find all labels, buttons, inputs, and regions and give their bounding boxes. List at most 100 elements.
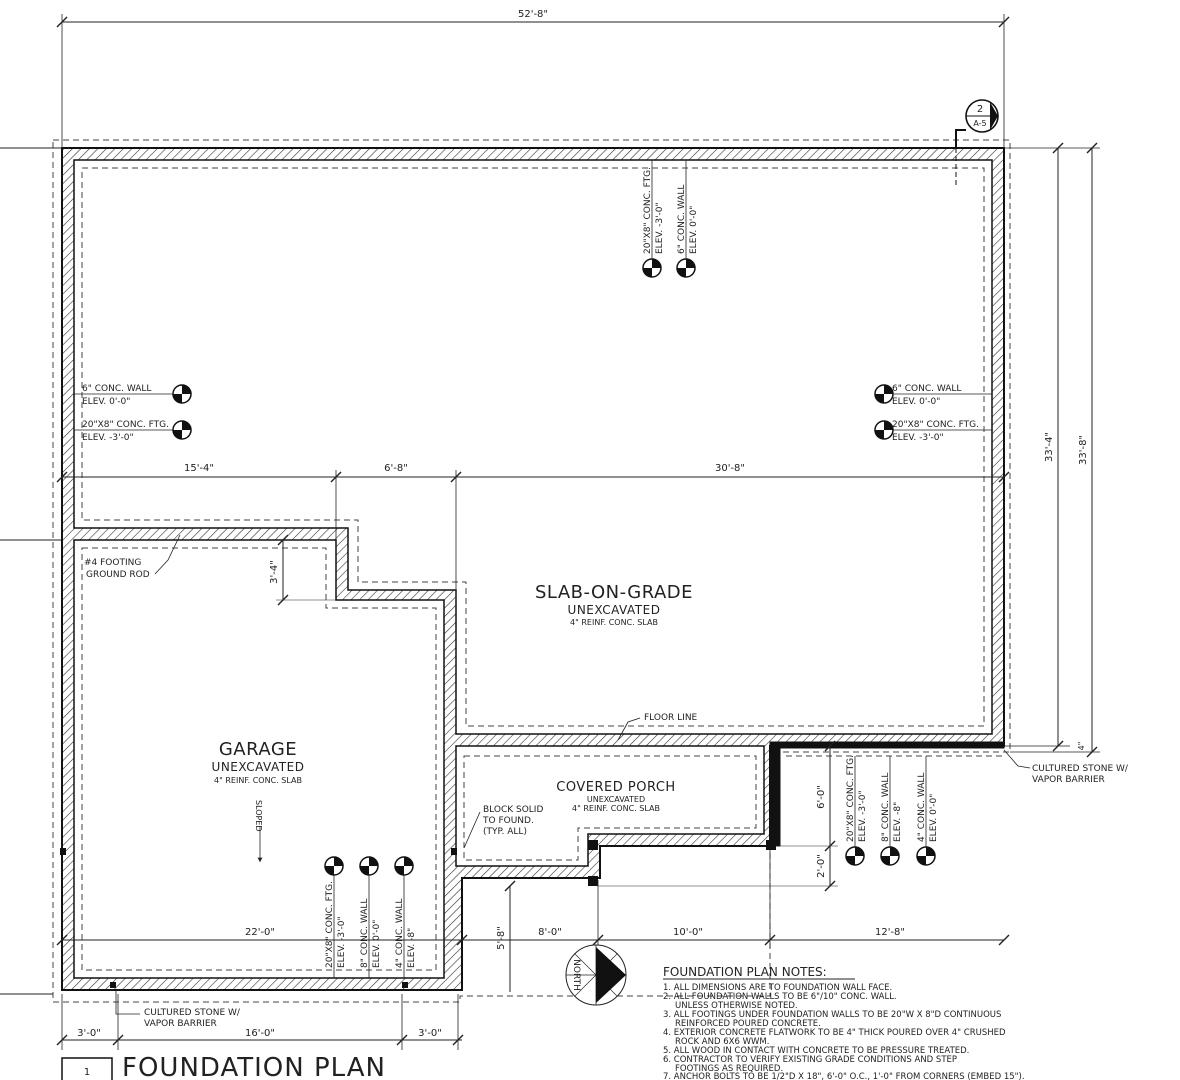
target-g-ftg-icon [324, 856, 344, 876]
dim-depth-outer: 33'-8" [1078, 435, 1089, 465]
target-top-wall-icon [676, 258, 696, 278]
label-ground-rod-2: GROUND ROD [86, 570, 150, 580]
label-p-ftg-2: ELEV. -3'-0" [858, 790, 868, 842]
target-right-wall-icon [874, 384, 894, 404]
room-slab-sub: UNEXCAVATED [568, 603, 661, 617]
note-item: 6. CONTRACTOR TO VERIFY EXISTING GRADE C… [663, 1055, 957, 1065]
note-item: 5. ALL WOOD IN CONTACT WITH CONCRETE TO … [663, 1046, 969, 1056]
drawing-title: 1 FOUNDATION PLAN [61, 1053, 386, 1080]
dim-porch-seg3: 12'-8" [875, 927, 905, 938]
dim-bottom-garage: 22'-0" [245, 927, 275, 938]
inner-footing-porch [463, 755, 757, 861]
label-p-ftg-1: 20"X8" CONC. FTG. [846, 755, 856, 842]
label-g-wall4-1: 4" CONC. WALL [395, 899, 405, 968]
dim-depth-inner: 33'-4" [1044, 432, 1055, 462]
section-marker[interactable]: 2 A-5 [955, 99, 999, 188]
label-stone-right-2: VAPOR BARRIER [1032, 775, 1105, 785]
label-block-2: TO FOUND. [482, 816, 534, 826]
note-item: 4. EXTERIOR CONCRETE FLATWORK TO BE 4" T… [663, 1028, 1006, 1038]
target-g-wall4-icon [394, 856, 414, 876]
label-top-ftg-1: 20"X8" CONC. FTG. [643, 167, 653, 254]
dim-bottom-right-jamb: 3'-0" [418, 1028, 442, 1039]
label-stone-bottom-1: CULTURED STONE W/ [144, 1008, 241, 1018]
block-solid-markers [60, 840, 776, 988]
label-top-wall-2: ELEV. 0'-0" [689, 206, 699, 254]
note-item: FOOTINGS AS REQUIRED. [675, 1064, 783, 1074]
label-left-ftg-1: 20"X8" CONC. FTG. [82, 420, 169, 430]
target-p-wall4-icon [916, 846, 936, 866]
dim-porch-right-upper: 6'-0" [816, 785, 827, 809]
note-item: REINFORCED POURED CONCRETE. [675, 1019, 821, 1029]
room-garage-sub: UNEXCAVATED [212, 760, 305, 774]
north-arrow: NORTH [565, 944, 627, 1006]
room-garage-note: 4" REINF. CONC. SLAB [214, 776, 302, 785]
dim-porch-seg1: 8'-0" [538, 927, 562, 938]
dim-overall-width: 52'-8" [518, 9, 548, 20]
label-right-wall-2: ELEV. 0'-0" [892, 397, 940, 407]
label-right-ftg-2: ELEV. -3'-0" [892, 433, 944, 443]
notes-heading: FOUNDATION PLAN NOTES: [663, 965, 827, 979]
target-right-ftg-icon [874, 420, 894, 440]
label-g-wall8-1: 8" CONC. WALL [360, 899, 370, 968]
label-g-ftg-1: 20"X8" CONC. FTG. [325, 881, 335, 968]
leaders [74, 160, 1031, 1015]
label-p-wall8-1: 8" CONC. WALL [881, 773, 891, 842]
room-porch-note: 4" REINF. CONC. SLAB [572, 804, 660, 813]
label-floor-line: FLOOR LINE [644, 713, 698, 723]
label-right-wall-1: 6" CONC. WALL [892, 384, 961, 394]
label-p-wall8-2: ELEV. -8" [893, 802, 903, 842]
dim-porch-right-lower: 2'-0" [816, 854, 827, 878]
label-block-3: (TYP. ALL) [483, 827, 527, 837]
label-stone-bottom-2: VAPOR BARRIER [144, 1019, 217, 1029]
room-garage-name: GARAGE [219, 739, 297, 760]
target-p-wall8-icon [880, 846, 900, 866]
foundation-walls [61, 147, 1005, 991]
inner-footing-garage [81, 547, 437, 971]
target-top-ftg-icon [642, 258, 662, 278]
north-label: NORTH [571, 959, 581, 991]
section-sheet: A-5 [973, 119, 986, 128]
room-garage-sloped: SLOPED [254, 800, 263, 832]
label-g-ftg-2: ELEV. -3'-0" [337, 916, 347, 968]
label-ground-rod-1: #4 FOOTING [84, 558, 141, 568]
room-slab-name: SLAB-ON-GRADE [535, 582, 693, 603]
label-p-wall4-2: ELEV. 0'-0" [929, 794, 939, 842]
dim-mid-right: 30'-8" [715, 463, 745, 474]
title-text: FOUNDATION PLAN [122, 1053, 386, 1080]
room-porch-sub: UNEXCAVATED [587, 795, 645, 804]
label-g-wall8-2: ELEV. 0'-0" [372, 920, 382, 968]
target-left-ftg-icon [172, 420, 192, 440]
label-g-wall4-2: ELEV. -8" [407, 928, 417, 968]
dim-bottom-left-jamb: 3'-0" [77, 1028, 101, 1039]
note-item: 3. ALL FOOTINGS UNDER FOUNDATION WALLS T… [663, 1010, 1001, 1020]
note-item: ROCK AND 6X6 WWM. [675, 1037, 769, 1047]
label-top-wall-1: 6" CONC. WALL [677, 185, 687, 254]
dim-offset-small: 4" [1077, 742, 1086, 751]
dim-garage-step: 3'-4" [269, 560, 280, 584]
outer-footing-line [52, 139, 1011, 1003]
label-left-wall-2: ELEV. 0'-0" [82, 397, 130, 407]
label-right-ftg-1: 20"X8" CONC. FTG. [892, 420, 979, 430]
dim-mid-left: 15'-4" [184, 463, 214, 474]
label-p-wall4-1: 4" CONC. WALL [917, 773, 927, 842]
inner-footing-slab [81, 167, 985, 727]
room-slab-note: 4" REINF. CONC. SLAB [570, 618, 658, 627]
label-left-ftg-2: ELEV. -3'-0" [82, 433, 134, 443]
north-arrow-icon [596, 947, 626, 1003]
target-left-wall-icon [172, 384, 192, 404]
note-item: 1. ALL DIMENSIONS ARE TO FOUNDATION WALL… [663, 983, 892, 993]
label-left-wall-1: 6" CONC. WALL [82, 384, 151, 394]
dim-mid-center: 6'-8" [384, 463, 408, 474]
target-g-wall8-icon [359, 856, 379, 876]
porch-room-inner [455, 745, 765, 867]
dim-bottom-door: 16'-0" [245, 1028, 275, 1039]
foundation-notes: FOUNDATION PLAN NOTES: 1. ALL DIMENSIONS… [663, 965, 1025, 1080]
elevation-markers [172, 258, 936, 876]
title-number: 1 [84, 1067, 90, 1078]
dim-porch-depth-left: 5'-8" [496, 926, 507, 950]
note-item: 7. ANCHOR BOLTS TO BE 1/2"D X 18", 6'-0"… [663, 1072, 1025, 1080]
label-stone-right-1: CULTURED STONE W/ [1032, 764, 1129, 774]
target-p-ftg-icon [845, 846, 865, 866]
